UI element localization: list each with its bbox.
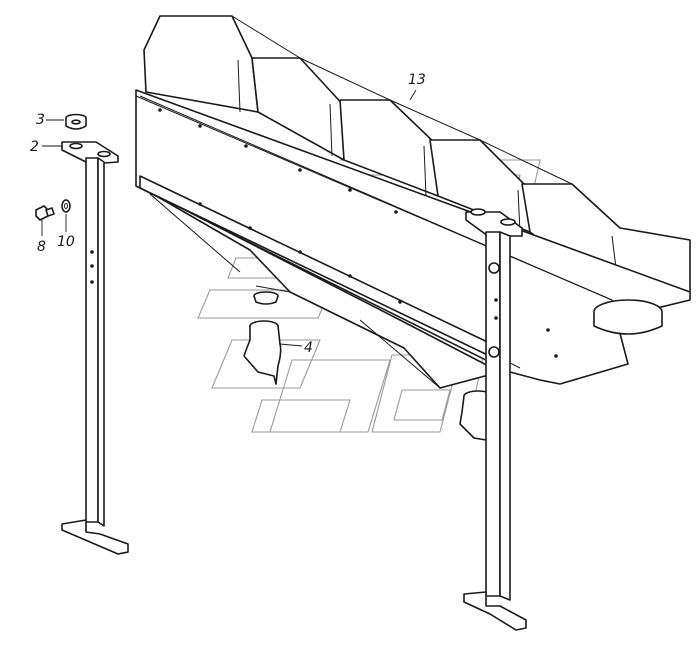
side-panel [135,89,691,385]
left-foot-plate [61,519,129,555]
right-upright [485,231,501,597]
lid-segment-1 [143,15,259,113]
leader-lines [41,89,417,347]
rivets [158,108,558,358]
drain-outlet-left [253,291,279,305]
right-top-plate [465,211,523,237]
drain-outlet-4 [243,320,282,385]
hopper [145,189,501,389]
support-stand-left [61,141,129,555]
callout-4: 4 [304,340,313,356]
washer-10 [61,199,71,213]
callout-2: 2 [30,139,39,155]
callout-13: 13 [408,72,426,88]
left-upright [85,157,99,523]
housing-assembly [135,15,691,389]
callout-3: 3 [36,112,45,128]
bolt-8 [35,205,55,221]
callout-10: 10 [57,234,75,250]
right-foot-plate [463,591,527,631]
callout-8: 8 [37,239,46,255]
drain-outlet-right [459,390,493,441]
rubber-cap-3 [65,113,87,130]
support-stand-right [463,208,527,631]
